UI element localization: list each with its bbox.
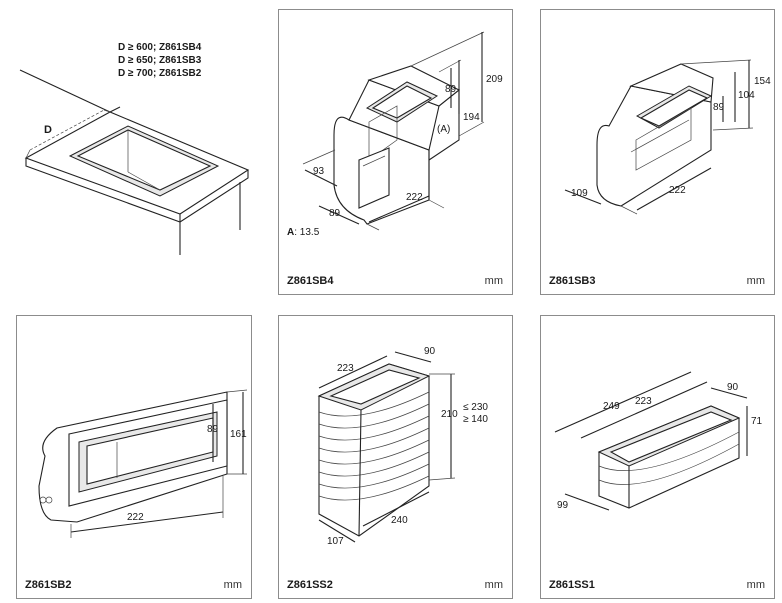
dim-89: 89 bbox=[207, 424, 219, 435]
dim-222: 222 bbox=[406, 192, 423, 203]
z861sb3-drawing bbox=[564, 59, 754, 215]
unit-label: mm bbox=[484, 275, 503, 287]
dim-71: 71 bbox=[751, 416, 763, 427]
dim-max: ≤ 230 bbox=[463, 402, 488, 413]
dim-89: 89 bbox=[445, 84, 457, 95]
z861ss2-drawing bbox=[317, 351, 456, 543]
dim-209: 209 bbox=[486, 74, 503, 85]
worktop-diagram: D ≥ 600; Z861SB4 D ≥ 650; Z861SB3 D ≥ 70… bbox=[0, 0, 270, 305]
dim-109: 109 bbox=[571, 188, 588, 199]
panel-z861ss1: 90 249 223 71 99 Z861SS1 mm bbox=[540, 315, 775, 599]
note-a-text: : 13.5 bbox=[294, 227, 320, 238]
z861ss1-drawing bbox=[554, 371, 748, 511]
panel-z861sb4: 209 89 194 (A) 93 89 222 A: 13.5 Z861SB4… bbox=[278, 9, 513, 295]
dim-89: 89 bbox=[713, 102, 725, 113]
dim-90: 90 bbox=[727, 382, 739, 393]
dim-104: 104 bbox=[738, 90, 755, 101]
depth-rule-3: D ≥ 700; Z861SB2 bbox=[118, 68, 202, 79]
panel-z861sb2: 89 161 222 Z861SB2 mm bbox=[16, 315, 252, 599]
unit-label: mm bbox=[746, 275, 765, 287]
panel-z861sb3: 154 104 89 109 222 Z861SB3 mm bbox=[540, 9, 775, 295]
dim-161: 161 bbox=[230, 429, 247, 440]
model-label: Z861SB2 bbox=[25, 579, 72, 591]
dim-194: 194 bbox=[463, 112, 480, 123]
dim-222: 222 bbox=[127, 512, 144, 523]
panel-z861ss2: 223 90 210 ≤ 230 ≥ 140 240 107 Z861SS2 m… bbox=[278, 315, 513, 599]
depth-rules-legend: D ≥ 600; Z861SB4 D ≥ 650; Z861SB3 D ≥ 70… bbox=[118, 41, 201, 80]
unit-label: mm bbox=[223, 579, 242, 591]
unit-label: mm bbox=[746, 579, 765, 591]
depth-rule-2: D ≥ 650; Z861SB3 bbox=[118, 55, 202, 66]
dim-222: 222 bbox=[669, 185, 686, 196]
dim-93: 93 bbox=[313, 166, 325, 177]
z861sb2-drawing bbox=[38, 389, 248, 538]
note-a-key: A bbox=[287, 227, 295, 238]
depth-rule-1: D ≥ 600; Z861SB4 bbox=[118, 42, 202, 53]
depth-label: D bbox=[44, 124, 52, 136]
model-label: Z861SS2 bbox=[287, 579, 333, 591]
model-label: Z861SS1 bbox=[549, 579, 595, 591]
marker-a: (A) bbox=[437, 124, 451, 135]
dim-249: 249 bbox=[603, 401, 620, 412]
worktop-drawing bbox=[19, 69, 250, 255]
model-label: Z861SB3 bbox=[549, 275, 596, 287]
dim-99: 99 bbox=[557, 500, 569, 511]
dim-240: 240 bbox=[391, 515, 408, 526]
dim-107: 107 bbox=[327, 536, 344, 547]
dim-min: ≥ 140 bbox=[463, 414, 488, 425]
dim-223: 223 bbox=[337, 363, 354, 374]
dim-90: 90 bbox=[424, 346, 436, 357]
note-a-value: A: 13.5 bbox=[287, 227, 319, 238]
dim-154: 154 bbox=[754, 76, 771, 87]
model-label: Z861SB4 bbox=[287, 275, 334, 287]
z861sb4-drawing bbox=[302, 31, 485, 231]
dim-223: 223 bbox=[635, 396, 652, 407]
dim-210: 210 bbox=[441, 409, 458, 420]
unit-label: mm bbox=[484, 579, 503, 591]
dim-89b: 89 bbox=[329, 208, 341, 219]
